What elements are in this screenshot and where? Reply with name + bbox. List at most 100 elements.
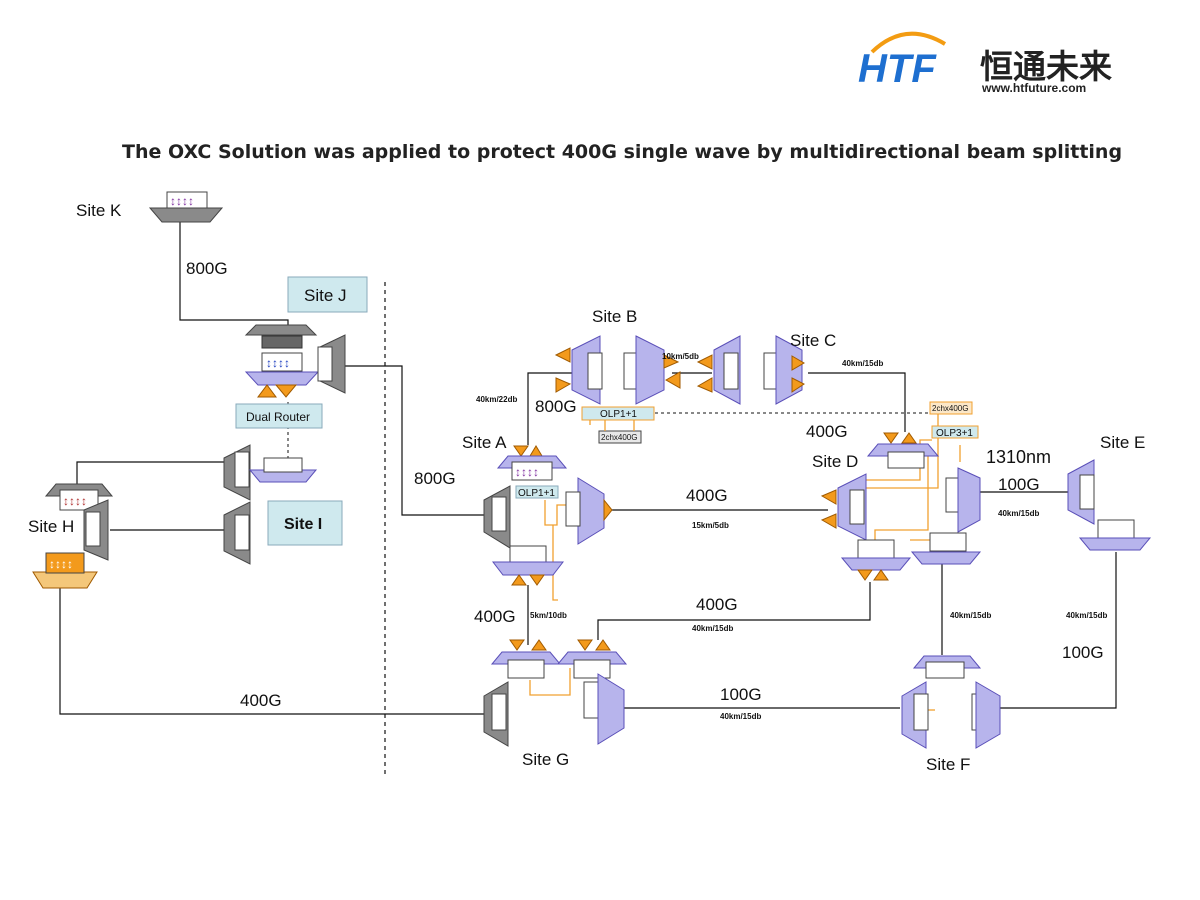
arrow-card-icon [573,659,611,679]
amplifier-triangle-icon [555,377,572,393]
site-i-node [223,444,318,565]
dual-router-box [235,403,323,429]
site-i-label: Site I [284,516,322,533]
link-e-f-spec: 40km/15db [1066,611,1107,620]
olp-d-box [931,425,979,439]
mux-trapezoid-icon [597,673,625,745]
arrow-card-icon [261,335,303,349]
amplifier-triangle-icon [577,639,593,651]
site-h-node: ↕↕↕↕ ↕↕↕↕ [32,483,114,589]
site-k-node: ↕↕↕↕ [148,191,224,223]
svg-text:↕↕↕↕: ↕↕↕↕ [49,557,73,571]
link-a-g-spec: 5km/10db [530,611,567,620]
amplifier-triangle-icon [595,639,611,651]
amplifier-triangle-icon [791,355,805,371]
olp-b-box [581,406,655,421]
arrow-card-icon [857,539,895,559]
arrow-card-icon [263,457,303,473]
logo-chinese-name: 恒通未来 [980,47,1112,86]
mux-trapezoid-icon [244,324,318,336]
arrow-card-icon [887,451,925,469]
link-d-wavelength: 1310nm [986,447,1051,467]
site-k-label: Site K [76,201,122,220]
link-j-a-label: 800G [414,469,456,488]
site-a-node: ↕↕↕↕ [483,445,613,586]
link-d-e-spec: 40km/15db [998,509,1039,518]
site-j-label: Site J [304,286,347,305]
link-cd-protect-label: 400G [806,422,848,441]
amplifier-triangle-icon [554,347,571,363]
amplifier-triangle-icon [857,569,873,581]
olp-a-label: OLP1+1 [518,488,555,499]
site-a-label: Site A [462,433,507,452]
amplifier-triangle-icon [603,498,613,522]
logo-swoosh-icon [870,31,947,54]
chx-d-box [929,401,973,415]
site-g-label: Site G [522,750,569,769]
amplifier-triangle-icon [883,432,899,444]
link-c-d-spec: 40km/15db [842,359,883,368]
arrow-card-icon [166,191,208,209]
arrow-card-icon [507,659,545,679]
olp-b-label: OLP1+1 [600,409,637,420]
amplifier-triangle-icon [820,489,837,505]
arrow-card-icon [509,545,547,565]
mux-trapezoid-icon [910,551,982,565]
site-d-label: Site D [812,452,858,471]
chx-d-label: 2chx400G [932,404,968,413]
olp-d-label: OLP3+1 [936,428,973,439]
site-f-label: Site F [926,755,970,774]
amplifier-triangle-icon [529,445,543,457]
link-a-g-label: 400G [474,607,516,626]
site-j-box [287,276,368,313]
arrow-card-icon [59,489,99,511]
diagram-title: The OXC Solution was applied to protect … [122,141,1122,163]
arrow-card-icon [45,552,85,574]
link-d-f-spec: 40km/15db [950,611,991,620]
mux-trapezoid-icon [32,571,98,589]
mux-trapezoid-icon [577,477,605,545]
site-i-box [267,500,343,546]
chx-b-box [598,430,642,444]
amplifier-triangle-icon [696,377,713,393]
logo-brand: HTF [858,47,937,91]
link-a-b-label: 800G [535,397,577,416]
amplifier-triangle-icon [531,639,547,651]
amplifier-triangle-icon [509,639,525,651]
link-d-e-label: 100G [998,475,1040,494]
mux-trapezoid-icon [148,207,224,223]
site-j-node: ↕↕↕↕ [244,324,346,398]
site-g-node [483,639,628,747]
arrow-card-icon [925,661,965,679]
amplifier-triangle-icon [820,513,837,529]
arrow-card-icon [1097,519,1135,539]
arrow-card-icon [261,352,303,372]
amplifier-triangle-icon [696,354,713,370]
htf-logo: HTF 恒通未来 www.htfuture.com [858,31,1112,95]
link-a-d-spec: 15km/5db [692,521,729,530]
site-d-node [820,432,982,581]
amplifier-triangle-icon [511,574,527,586]
link-g-f-label: 100G [720,685,762,704]
site-e-node [1067,459,1152,551]
link-a-d-label: 400G [686,486,728,505]
link-b-c-spec: 10km/5db [662,352,699,361]
link-h-g-label: 400G [240,691,282,710]
svg-text:↕↕↕↕: ↕↕↕↕ [266,356,290,370]
site-b-label: Site B [592,307,637,326]
link-g-d-label: 400G [696,595,738,614]
amplifier-triangle-icon [663,354,680,369]
arrow-card-icon [929,532,967,552]
mux-trapezoid-icon [635,335,665,405]
site-c-node [696,335,805,405]
dashed-lines [287,282,930,778]
mux-trapezoid-icon [975,681,1001,749]
site-c-label: Site C [790,331,836,350]
chx-b-label: 2chx400G [601,433,637,442]
site-f-node [901,655,1001,749]
amplifier-triangle-icon [274,384,298,398]
mux-trapezoid-icon [491,561,565,576]
site-e-label: Site E [1100,433,1145,452]
amplifier-triangle-icon [664,371,681,389]
